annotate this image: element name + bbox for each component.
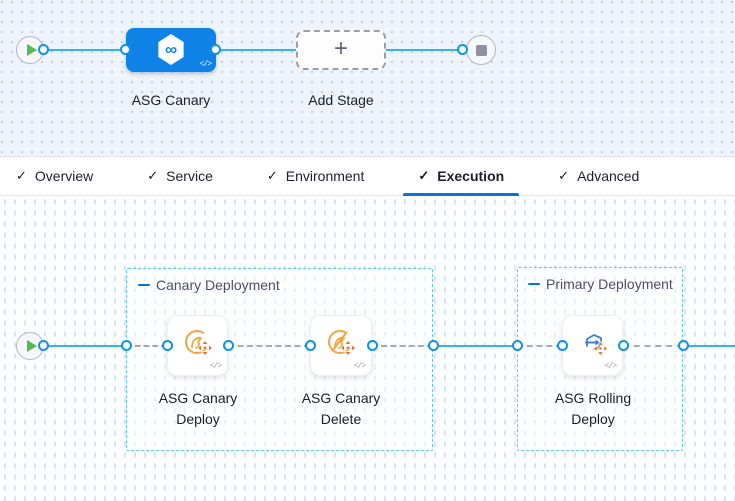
pipeline-end-node bbox=[466, 35, 496, 65]
code-badge: </> bbox=[604, 362, 617, 371]
connector-port[interactable] bbox=[678, 340, 689, 351]
check-icon: ✓ bbox=[558, 168, 570, 183]
tab-overview[interactable]: ✓ Overview bbox=[1, 157, 108, 195]
check-icon: ✓ bbox=[147, 168, 159, 183]
connector-port[interactable] bbox=[120, 44, 131, 55]
connector-line-dashed bbox=[126, 345, 167, 347]
connector-line bbox=[386, 49, 463, 51]
harness-glyph: ∞ bbox=[164, 40, 178, 59]
plus-icon: + bbox=[333, 35, 348, 62]
connector-port[interactable] bbox=[305, 340, 316, 351]
connector-line bbox=[216, 49, 296, 51]
execution-graph-canvas: Canary Deployment Primary Deployment bbox=[0, 196, 735, 501]
play-icon bbox=[26, 340, 37, 352]
connector-port[interactable] bbox=[457, 44, 468, 55]
tab-label: Environment bbox=[285, 168, 365, 184]
step-card-asg-rolling-deploy[interactable]: </> bbox=[562, 315, 623, 376]
connector-port[interactable] bbox=[512, 340, 523, 351]
connector-port[interactable] bbox=[428, 340, 439, 351]
group-title-label: Canary Deployment bbox=[156, 277, 280, 293]
asg-rolling-deploy-icon bbox=[584, 334, 608, 357]
connector-port[interactable] bbox=[210, 44, 221, 55]
connector-line bbox=[433, 345, 517, 347]
connector-port[interactable] bbox=[367, 340, 378, 351]
tab-service[interactable]: ✓ Service bbox=[132, 157, 228, 195]
connector-line-dashed bbox=[372, 345, 433, 347]
add-stage-label: Add Stage bbox=[308, 92, 374, 108]
connector-line-dashed bbox=[623, 345, 683, 347]
tab-execution[interactable]: ✓ Execution bbox=[403, 157, 520, 196]
connector-port[interactable] bbox=[38, 44, 49, 55]
stage-label: ASG Canary bbox=[131, 92, 211, 108]
step-label: ASG Canary Delete bbox=[301, 390, 381, 427]
tab-environment[interactable]: ✓ Environment bbox=[252, 157, 380, 195]
step-card-asg-canary-deploy[interactable]: </> bbox=[167, 315, 228, 376]
stage-node-asg-canary[interactable]: ∞ </> bbox=[126, 28, 216, 72]
collapse-dash-icon[interactable] bbox=[528, 283, 540, 285]
tab-label: Service bbox=[166, 168, 213, 184]
step-label: ASG Rolling Deploy bbox=[554, 390, 632, 427]
connector-port[interactable] bbox=[38, 340, 49, 351]
code-badge: </> bbox=[209, 362, 222, 371]
play-icon bbox=[26, 44, 37, 56]
asg-canary-deploy-icon bbox=[184, 330, 213, 357]
connector-port[interactable] bbox=[618, 340, 629, 351]
connector-port[interactable] bbox=[121, 340, 132, 351]
code-badge: </> bbox=[199, 60, 212, 69]
asg-canary-delete-icon bbox=[328, 330, 357, 357]
check-icon: ✓ bbox=[418, 168, 430, 183]
tab-label: Overview bbox=[34, 168, 94, 184]
stage-config-tabs: ✓ Overview ✓ Service ✓ Environment ✓ Exe… bbox=[0, 157, 735, 196]
step-label: ASG Canary Deploy bbox=[158, 390, 238, 427]
stage-graph-canvas: ∞ </> + ASG Canary Add Stage bbox=[0, 0, 735, 157]
step-card-asg-canary-delete[interactable]: </> bbox=[310, 315, 372, 376]
group-title-canary-deployment: Canary Deployment bbox=[138, 277, 280, 293]
connector-line bbox=[44, 49, 126, 51]
connector-port[interactable] bbox=[557, 340, 568, 351]
stop-icon bbox=[475, 44, 487, 56]
connector-line-dashed bbox=[228, 345, 310, 347]
code-badge: </> bbox=[353, 362, 366, 371]
connector-line bbox=[683, 345, 735, 347]
connector-line-dashed bbox=[517, 345, 562, 347]
tab-label: Advanced bbox=[577, 168, 640, 184]
tab-advanced[interactable]: ✓ Advanced bbox=[543, 157, 654, 195]
connector-line bbox=[44, 345, 126, 347]
harness-cd-icon: ∞ bbox=[158, 34, 184, 65]
connector-port[interactable] bbox=[223, 340, 234, 351]
check-icon: ✓ bbox=[266, 168, 278, 183]
group-title-primary-deployment: Primary Deployment bbox=[528, 276, 673, 292]
collapse-dash-icon[interactable] bbox=[138, 284, 150, 286]
check-icon: ✓ bbox=[16, 168, 27, 183]
group-title-label: Primary Deployment bbox=[546, 276, 673, 292]
active-tab-underline bbox=[403, 193, 520, 196]
tab-label: Execution bbox=[437, 168, 505, 184]
connector-port[interactable] bbox=[162, 340, 173, 351]
add-stage-button[interactable]: + bbox=[296, 30, 386, 70]
